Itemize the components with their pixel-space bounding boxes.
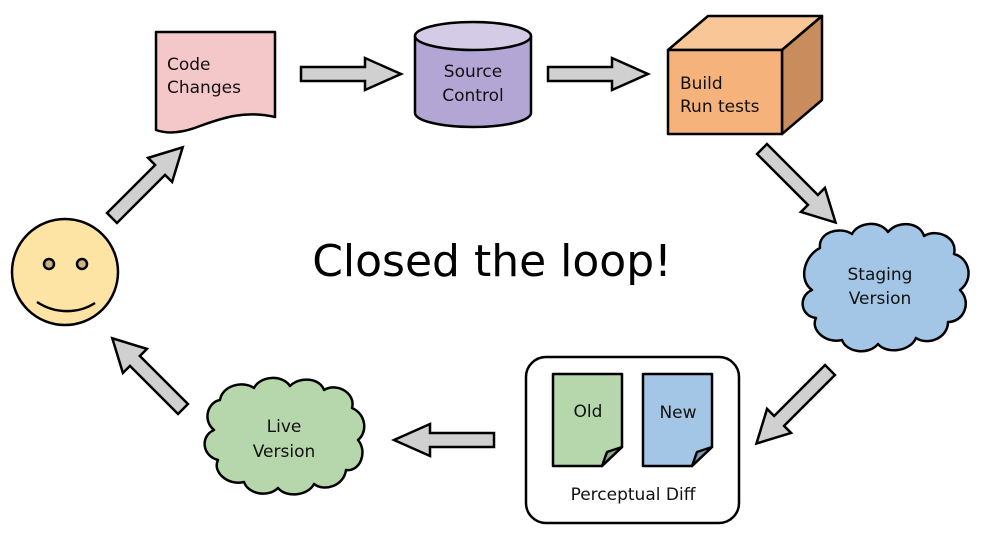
perceptual-diff-node: Old New Perceptual Diff xyxy=(524,355,741,525)
smile xyxy=(36,300,96,313)
cloud-icon xyxy=(203,376,366,496)
user-node xyxy=(10,217,120,327)
right-eye xyxy=(75,257,89,271)
build-label-line1: Build xyxy=(680,74,723,94)
cloud-icon xyxy=(801,222,970,353)
code-changes-label-line2: Changes xyxy=(167,78,241,98)
database-top xyxy=(413,20,533,52)
live-label-line2: Version xyxy=(253,442,316,462)
perceptual-diff-caption: Perceptual Diff xyxy=(571,485,697,505)
arrow-down-left-icon xyxy=(754,363,837,446)
code-changes-node: Code Changes xyxy=(154,30,277,134)
live-label-line1: Live xyxy=(267,417,302,437)
arrow-staging-to-diff xyxy=(754,363,837,446)
new-page-label: New xyxy=(659,403,696,423)
new-page-fold xyxy=(690,445,714,468)
arrow-user-to-code xyxy=(105,145,185,225)
left-eye xyxy=(42,257,56,271)
arrow-right-icon xyxy=(546,56,652,92)
arrow-code-to-source xyxy=(299,56,405,92)
arrow-build-to-staging xyxy=(755,142,838,225)
build-label-line2: Run tests xyxy=(680,97,760,117)
arrow-right-icon xyxy=(299,56,405,92)
cube-icon xyxy=(666,48,784,136)
arrow-live-to-user xyxy=(110,336,190,416)
build-node: Build Run tests xyxy=(666,14,824,136)
source-control-label-line1: Source xyxy=(444,62,502,82)
source-control-label-line2: Control xyxy=(442,86,503,106)
document-icon xyxy=(154,30,277,134)
arrow-up-left-icon xyxy=(110,336,190,416)
code-changes-label-line1: Code xyxy=(167,55,211,75)
staging-version-node: Staging Version xyxy=(801,222,970,353)
staging-label-line2: Version xyxy=(849,289,912,309)
database-icon xyxy=(413,34,533,129)
smiley-face-icon xyxy=(10,217,120,327)
old-page-label: Old xyxy=(574,402,603,422)
arrow-source-to-build xyxy=(546,56,652,92)
arrow-down-right-icon xyxy=(755,142,838,225)
staging-label-line1: Staging xyxy=(848,265,913,285)
arrow-left-icon xyxy=(390,422,496,458)
arrow-diff-to-live xyxy=(390,422,496,458)
diagram-title: Closed the loop! xyxy=(312,236,672,287)
live-version-node: Live Version xyxy=(203,376,366,496)
arrow-up-right-icon xyxy=(105,145,185,225)
source-control-node: Source Control xyxy=(413,20,533,129)
old-page-fold xyxy=(600,445,624,468)
